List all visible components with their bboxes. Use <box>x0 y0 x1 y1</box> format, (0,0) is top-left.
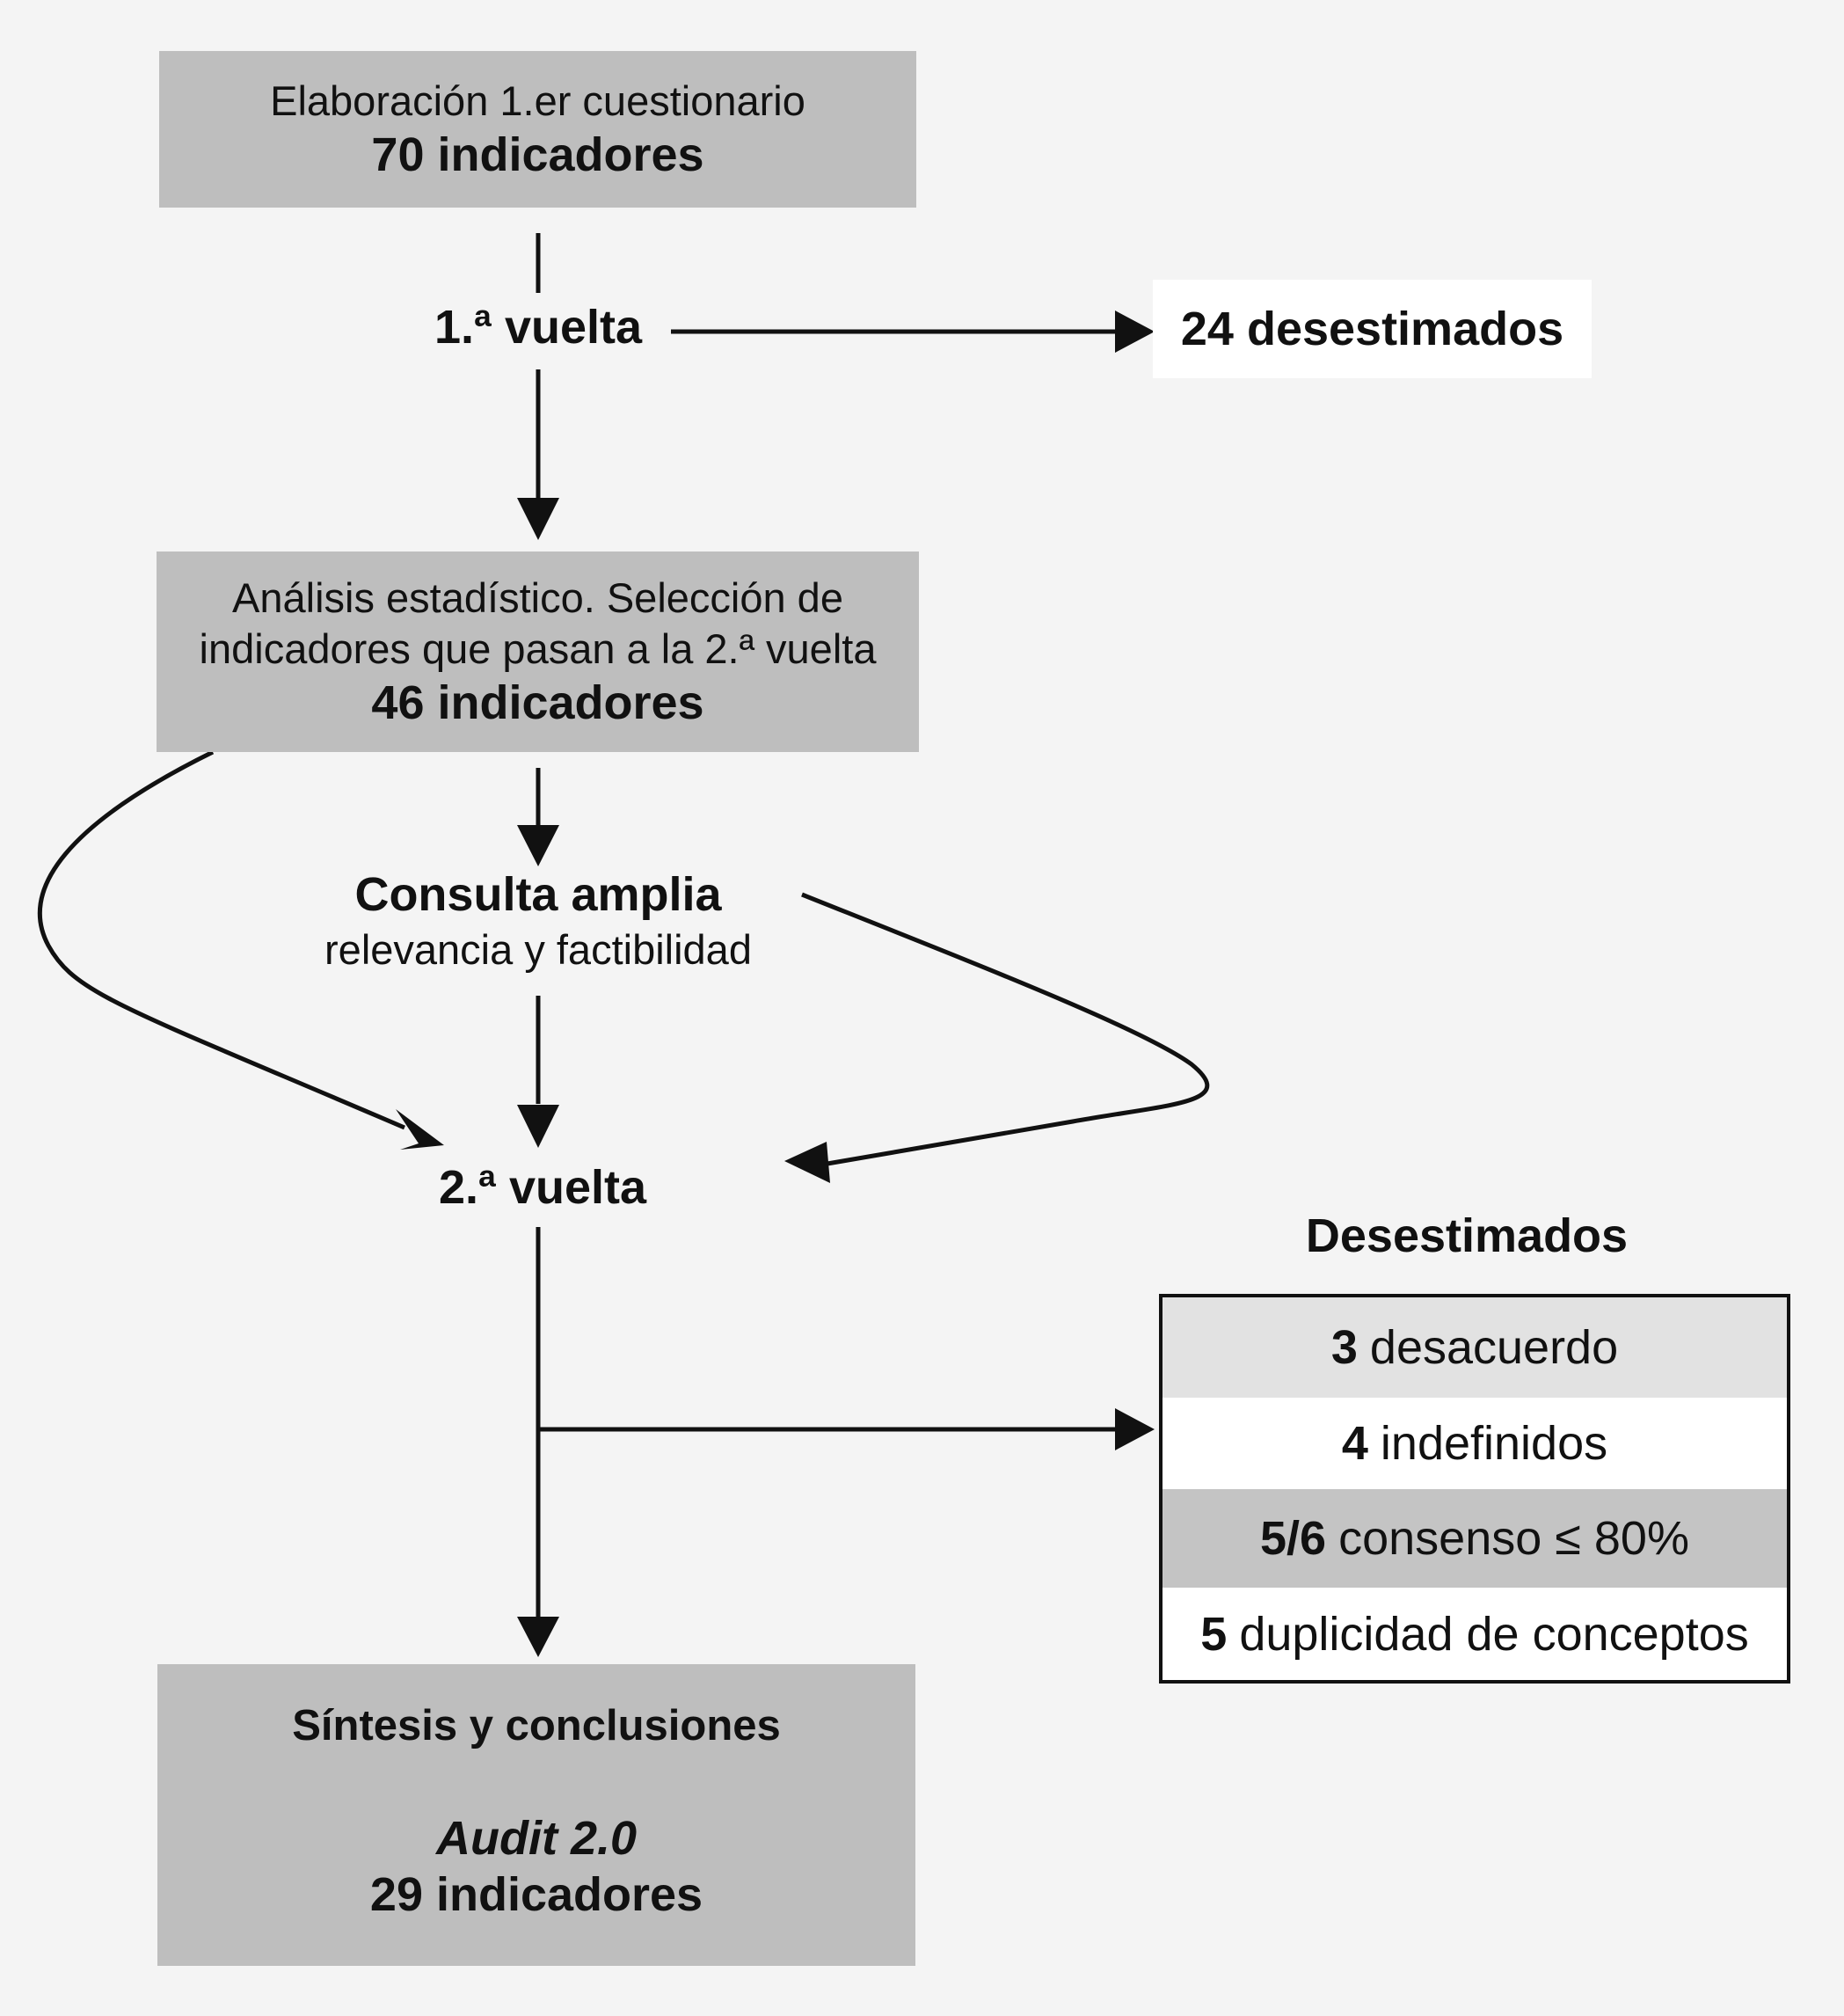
discards-table: 3 desacuerdo 4 indefinidos 5/6 consenso … <box>1159 1294 1790 1684</box>
consult-subtitle: relevancia y factibilidad <box>324 926 752 973</box>
arrowhead-discard1 <box>1115 310 1155 353</box>
round1-discarded-box: 24 desestimados <box>1153 280 1592 378</box>
step1-line1: Elaboración 1.er cuestionario <box>270 77 805 124</box>
connector-right-curve <box>801 892 1210 1167</box>
step2-box: Análisis estadístico. Selección de indic… <box>157 551 919 752</box>
discard-row: 4 indefinidos <box>1163 1398 1787 1489</box>
step2-line1: Análisis estadístico. Selección de <box>232 574 843 621</box>
connector-left-curve <box>38 749 405 1130</box>
round1-discarded-text: 24 desestimados <box>1180 303 1564 355</box>
step2-line3: 46 indicadores <box>371 676 704 729</box>
discard-text: indefinidos <box>1380 1417 1608 1470</box>
step2-line2: indicadores que pasan a la 2.ª vuelta <box>199 625 877 672</box>
step3-line2: Audit 2.0 <box>435 1812 638 1865</box>
arrowhead-consult <box>517 825 559 866</box>
step1-box: Elaboración 1.er cuestionario 70 indicad… <box>159 51 916 208</box>
discard-count: 3 <box>1330 1321 1358 1374</box>
round2-label: 2.ª vuelta <box>438 1161 647 1214</box>
arrowhead-left-curve <box>396 1109 444 1150</box>
step1-line2: 70 indicadores <box>371 128 704 181</box>
discard-count: 4 <box>1341 1417 1368 1470</box>
step3-line3: 29 indicadores <box>369 1868 703 1921</box>
step3-box: Síntesis y conclusiones Audit 2.0 29 ind… <box>157 1664 915 1966</box>
discard-row: 5 duplicidad de conceptos <box>1163 1588 1787 1680</box>
arrowhead-round2 <box>517 1105 559 1148</box>
arrowhead-box2 <box>517 498 559 540</box>
consult-block: Consulta amplia relevancia y factibilida… <box>266 866 811 975</box>
discard-row: 3 desacuerdo <box>1163 1297 1787 1398</box>
discard-text: desacuerdo <box>1369 1321 1619 1374</box>
discard-row: 5/6 consenso ≤ 80% <box>1163 1489 1787 1588</box>
discards-title: Desestimados <box>1305 1209 1629 1262</box>
discard-text: consenso ≤ 80% <box>1338 1512 1689 1565</box>
round1-label: 1.ª vuelta <box>434 301 643 354</box>
arrowhead-right-curve <box>784 1142 830 1183</box>
discard-count: 5/6 <box>1260 1512 1327 1565</box>
discard-count: 5 <box>1200 1607 1228 1661</box>
step3-line1: Síntesis y conclusiones <box>292 1702 781 1749</box>
consult-title: Consulta amplia <box>354 868 722 921</box>
arrowhead-discards <box>1115 1408 1155 1450</box>
discard-text: duplicidad de conceptos <box>1239 1607 1749 1661</box>
arrowhead-box3 <box>517 1617 559 1657</box>
